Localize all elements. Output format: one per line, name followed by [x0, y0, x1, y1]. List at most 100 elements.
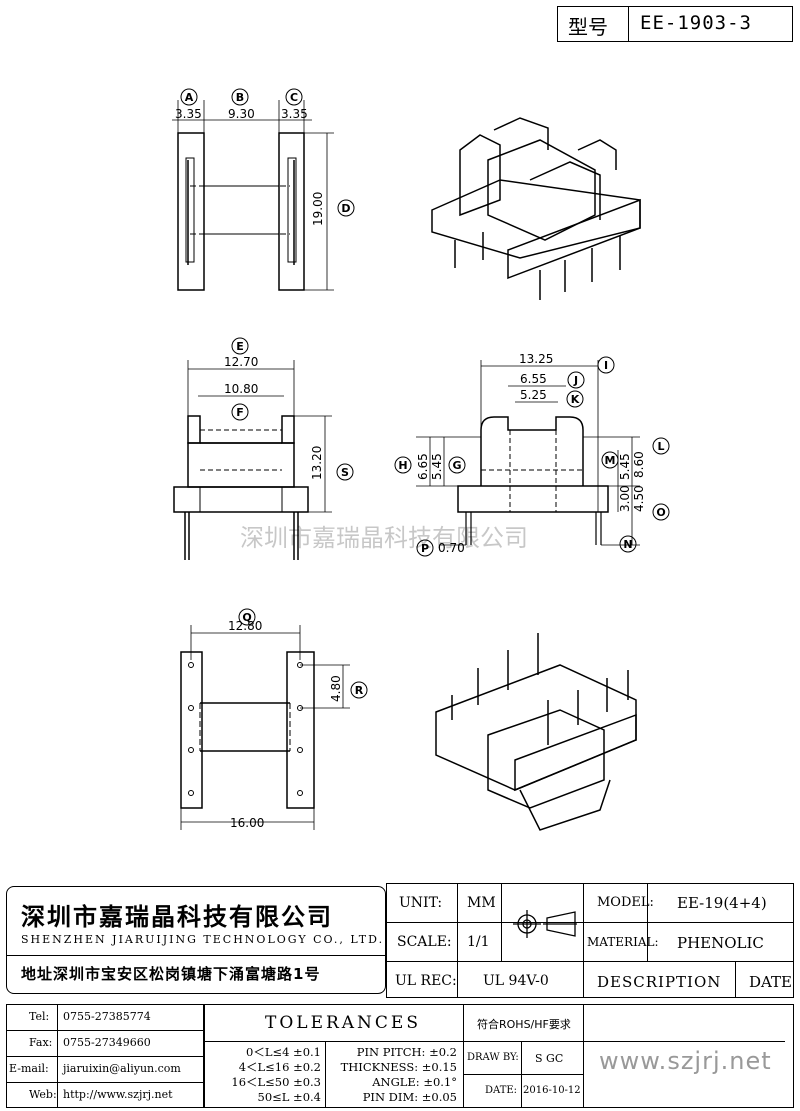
ulrec-value: UL 94V-0 — [483, 973, 549, 989]
svg-text:N: N — [623, 538, 632, 551]
dim-k-value: 5.25 — [520, 388, 547, 402]
marker-p: P — [416, 539, 434, 557]
company-block: 深圳市嘉瑞晶科技有限公司 SHENZHEN JIARUIJING TECHNOL… — [6, 886, 386, 994]
company-name-en: SHENZHEN JIARUIJING TECHNOLOGY CO., LTD. — [21, 933, 385, 946]
date-value: 2016-10-12 — [523, 1085, 581, 1096]
dim-c-value: 3.35 — [281, 107, 308, 121]
svg-text:I: I — [604, 359, 608, 372]
model-number-value: EE-1903-3 — [640, 12, 752, 34]
drawby-value: S GC — [535, 1052, 564, 1065]
ulrec-label: UL REC: — [395, 973, 457, 989]
svg-text:Q: Q — [242, 611, 251, 624]
email-value[interactable]: jiaruixin@aliyun.com — [63, 1062, 181, 1075]
spec-tolerance-row: PIN DIM: ±0.05 — [362, 1090, 457, 1104]
svg-text:G: G — [452, 459, 461, 472]
svg-text:M: M — [605, 454, 616, 467]
length-tolerance-row: 0＜L≤4 ±0.1 — [246, 1045, 321, 1059]
dim-j-value: 6.55 — [520, 372, 547, 386]
marker-b: B — [231, 88, 249, 106]
website-mark: www.szjrj.net — [599, 1047, 772, 1075]
company-name-cn: 深圳市嘉瑞晶科技有限公司 — [21, 903, 333, 931]
dim-d-value: 19.00 — [311, 192, 325, 226]
marker-n: N — [619, 535, 637, 553]
svg-text:K: K — [571, 393, 580, 406]
marker-r: R — [350, 681, 368, 699]
svg-text:F: F — [236, 406, 244, 419]
tel-label: Tel: — [29, 1010, 50, 1023]
web-label: Web: — [29, 1088, 57, 1101]
dim-h-value: 6.65 — [416, 453, 430, 480]
dim-bottom-value: 16.00 — [230, 816, 264, 830]
marker-j: J — [567, 371, 585, 389]
marker-e: E — [231, 337, 249, 355]
svg-text:L: L — [657, 440, 664, 453]
email-label: E-mail: — [9, 1062, 49, 1075]
marker-d: D — [337, 199, 355, 217]
material-value: PHENOLIC — [677, 934, 764, 952]
svg-text:S: S — [341, 466, 349, 479]
fax-label: Fax: — [29, 1036, 53, 1049]
svg-text:R: R — [355, 684, 364, 697]
marker-s: S — [336, 463, 354, 481]
marker-a: A — [180, 88, 198, 106]
drawby-label: DRAW BY: — [467, 1052, 519, 1063]
tolerances-block: TOLERANCES 符合ROHS/HF要求 0＜L≤4 ±0.1 4＜L≤16… — [204, 1004, 794, 1108]
dim-m-value: 5.45 — [618, 453, 632, 480]
marker-h: H — [394, 456, 412, 474]
dim-s-value: 13.20 — [310, 446, 324, 480]
dim-g-value: 5.45 — [430, 453, 444, 480]
watermark: 深圳市嘉瑞晶科技有限公司 — [240, 524, 528, 552]
svg-text:B: B — [236, 91, 244, 104]
marker-l: L — [652, 437, 670, 455]
svg-text:E: E — [236, 340, 244, 353]
unit-value: MM — [467, 895, 496, 911]
length-tolerance-row: 16＜L≤50 ±0.3 — [231, 1075, 321, 1089]
dim-o-value-a: 3.00 — [618, 485, 632, 512]
svg-text:C: C — [290, 91, 298, 104]
spec-grid: UNIT: MM SCALE: 1/1 MODEL: EE-19(4+4) MA… — [386, 883, 794, 998]
svg-text:P: P — [421, 542, 429, 555]
web-value[interactable]: http://www.szjrj.net — [63, 1088, 173, 1101]
marker-m: M — [601, 451, 619, 469]
dim-b-value: 9.30 — [228, 107, 255, 121]
marker-i: I — [597, 356, 615, 374]
dim-q-value: 12.80 — [228, 619, 262, 633]
fax-value: 0755-27349660 — [63, 1036, 151, 1049]
marker-q: Q — [238, 608, 256, 626]
marker-g: G — [448, 456, 466, 474]
date-label: DATE: — [485, 1085, 518, 1096]
contact-block: Tel: 0755-27385774 Fax: 0755-27349660 E-… — [6, 1004, 204, 1108]
scale-value: 1/1 — [467, 934, 490, 950]
technical-drawing: 3.35 9.30 3.35 19.00 12.70 10.80 13.20 1… — [172, 88, 670, 831]
svg-text:O: O — [656, 506, 665, 519]
dim-a-value: 3.35 — [175, 107, 202, 121]
spec-tolerance-list: PIN PITCH: ±0.2 THICKNESS: ±0.15 ANGLE: … — [329, 1045, 457, 1105]
unit-label: UNIT: — [399, 895, 443, 911]
date-header: DATE — [749, 973, 792, 991]
marker-k: K — [566, 390, 584, 408]
material-label: MATERIAL: — [587, 935, 659, 949]
svg-text:H: H — [398, 459, 407, 472]
spec-tolerance-row: ANGLE: ±0.1° — [372, 1075, 457, 1089]
dim-r-value: 4.80 — [329, 675, 343, 702]
marker-f: F — [231, 403, 249, 421]
dim-p-value: 0.70 — [438, 541, 465, 555]
scale-label: SCALE: — [397, 934, 452, 950]
model-value: EE-19(4+4) — [677, 894, 767, 912]
description-label: DESCRIPTION — [597, 973, 722, 991]
tel-value: 0755-27385774 — [63, 1010, 151, 1023]
dim-e-value: 12.70 — [224, 355, 258, 369]
dim-o-value-b: 4.50 — [632, 485, 646, 512]
svg-text:D: D — [341, 202, 350, 215]
svg-text:J: J — [573, 374, 578, 387]
svg-text:A: A — [185, 91, 194, 104]
length-tolerance-list: 0＜L≤4 ±0.1 4＜L≤16 ±0.2 16＜L≤50 ±0.3 50≤L… — [223, 1045, 321, 1105]
rohs-note: 符合ROHS/HF要求 — [477, 1018, 571, 1031]
marker-c: C — [285, 88, 303, 106]
marker-o: O — [652, 503, 670, 521]
model-label: MODEL: — [597, 895, 654, 910]
dim-f-value: 10.80 — [224, 382, 258, 396]
dim-i-value: 13.25 — [519, 352, 553, 366]
dim-l-value: 8.60 — [632, 451, 646, 478]
model-number-box: 型号 EE-1903-3 — [557, 6, 793, 42]
